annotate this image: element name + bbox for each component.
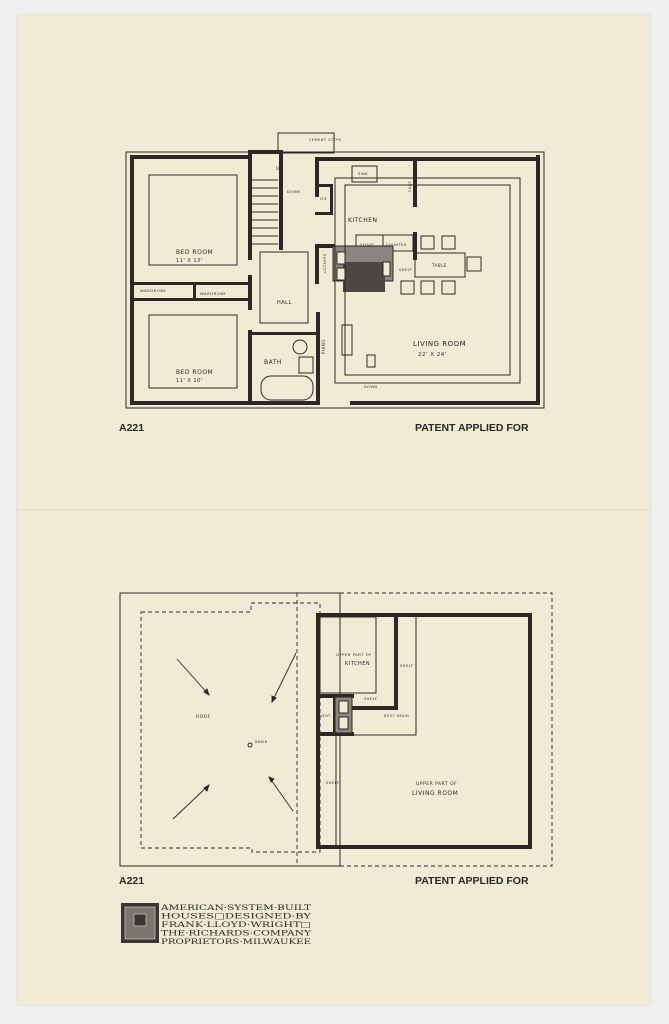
first-floor-plan: CEMENT STEPS UP DOWN ICE SINK CASE KITCH… [125, 132, 545, 409]
label-bath: BATH [264, 359, 282, 366]
label-shelf-1: SHELF [400, 664, 414, 668]
imprint-line-2: HOUSES□DESIGNED·BY [161, 912, 313, 921]
label-bedroom-2: BED ROOM [176, 369, 213, 376]
label-up: UP [276, 166, 282, 171]
imprint-line-3: FRANK·LLOYD·WRIGHT□ [161, 920, 311, 929]
label-shelf-3: SHELF [326, 781, 340, 785]
imprint-line-1: AMERICAN·SYSTEM·BUILT [160, 903, 311, 912]
label-upper-living-2: LIVING ROOM [412, 790, 458, 797]
label-bedroom-1: BED ROOM [176, 249, 213, 256]
label-bedroom-1-size: 11' X 13' [176, 258, 203, 264]
patent-note-second: PATENT APPLIED FOR [415, 875, 529, 887]
label-stove: STOVE [360, 243, 374, 247]
label-roof: ROOF [196, 714, 211, 720]
label-lockers: LOCKERS [323, 253, 327, 273]
publisher-imprint: AMERICAN·SYSTEM·BUILT HOUSES□DESIGNED·BY… [121, 903, 313, 946]
label-upper-kitchen-2: KITCHEN [345, 661, 370, 667]
label-drain: DRAIN [255, 740, 268, 744]
label-case: CASE [408, 181, 412, 192]
label-wardrobe-2: WARDROBE [200, 291, 226, 296]
label-sink: SINK [358, 172, 368, 176]
label-vent: VENT [320, 714, 331, 718]
stairs [252, 179, 278, 245]
label-bedroom-2-size: 11' X 10' [176, 378, 203, 384]
label-kitchen: KITCHEN [348, 217, 378, 224]
label-down-2: DOWN [364, 385, 378, 389]
label-shelf-2: SHELF [364, 697, 378, 701]
imprint-line-4: THE·RICHARDS·COMPANY [161, 929, 312, 938]
label-living-room-size: 22' X 24' [418, 352, 447, 358]
plan-number-first: A221 [119, 422, 144, 434]
label-cement-steps: CEMENT STEPS [309, 138, 342, 142]
label-upper-kitchen-1: UPPER PART OF [336, 652, 372, 657]
second-floor-plan: ROOF DRAIN UPPER PART OF KITCHEN SHELF S… [119, 592, 553, 867]
label-down: DOWN [287, 190, 301, 194]
imprint-line-5: PROPRIETORS·MILWAUKEE [161, 937, 311, 946]
label-counter: COUNTER [386, 243, 407, 247]
label-ice: ICE [320, 197, 327, 201]
label-table: TABLE [431, 263, 447, 268]
label-piano: PIANO [321, 339, 326, 354]
label-shelf: SHELF [399, 268, 413, 272]
label-wardrobe-1: WARDROBE [140, 288, 166, 293]
plan-number-second: A221 [119, 875, 144, 887]
label-upper-living-1: UPPER PART OF [416, 781, 457, 787]
label-roof-drain: ROOF DRAIN [384, 714, 409, 718]
patent-note-first: PATENT APPLIED FOR [415, 422, 529, 434]
label-hall: HALL [277, 300, 292, 306]
label-living-room: LIVING ROOM [413, 340, 466, 348]
